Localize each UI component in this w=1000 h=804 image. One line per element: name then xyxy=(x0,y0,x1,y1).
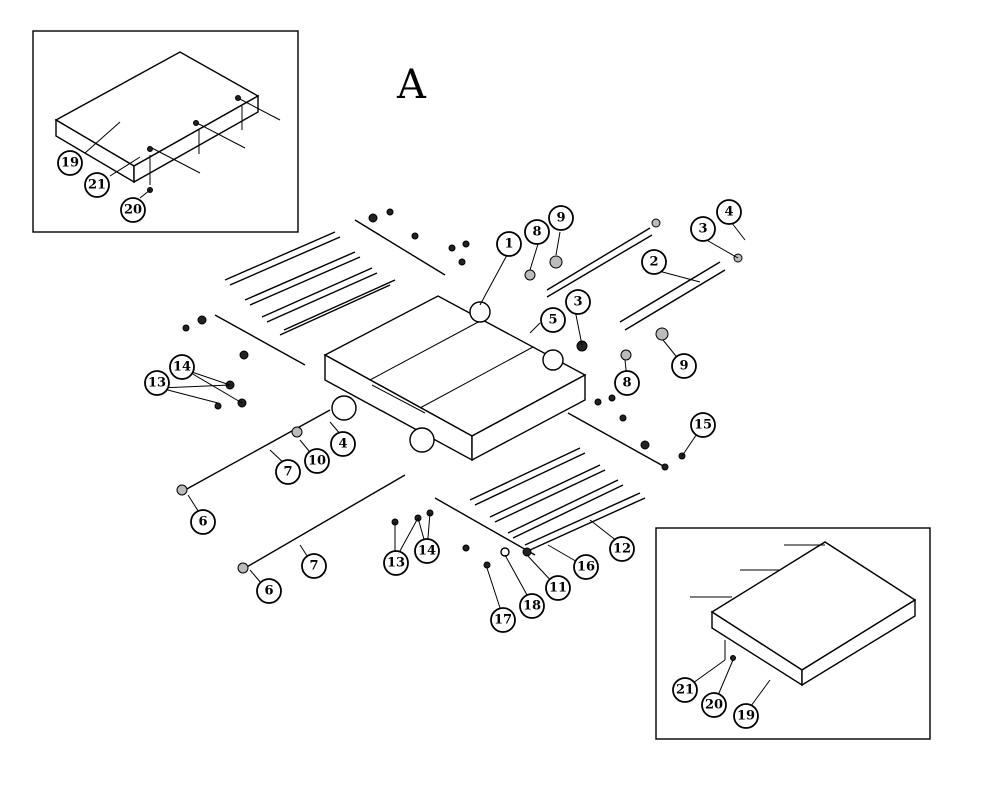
svg-text:16: 16 xyxy=(577,560,595,575)
svg-text:18: 18 xyxy=(523,599,541,614)
top-inset-wing-plate xyxy=(54,51,260,184)
svg-text:13: 13 xyxy=(387,556,405,571)
callout-1: 1 xyxy=(496,231,522,257)
svg-text:9: 9 xyxy=(556,211,565,226)
svg-text:20: 20 xyxy=(124,203,142,218)
callout-8-upper: 8 xyxy=(524,219,550,245)
svg-text:8: 8 xyxy=(532,225,541,240)
callout-6-upper: 6 xyxy=(190,509,216,535)
shafts xyxy=(184,227,726,569)
callout-2: 2 xyxy=(641,249,667,275)
callout-17: 17 xyxy=(490,607,516,633)
bottom-inset-panel: 21 20 19 xyxy=(655,527,931,740)
main-table-body xyxy=(323,295,587,462)
top-inset-frame xyxy=(32,30,299,233)
callout-6-lower: 6 xyxy=(256,578,282,604)
callout-8-lower: 8 xyxy=(614,370,640,396)
bottom-inset-callout-20: 20 xyxy=(701,692,727,718)
callout-15: 15 xyxy=(690,412,716,438)
bottom-inset-frame xyxy=(655,527,931,740)
svg-text:6: 6 xyxy=(264,584,273,599)
svg-text:7: 7 xyxy=(309,559,318,574)
svg-text:14: 14 xyxy=(418,544,436,559)
svg-text:4: 4 xyxy=(338,437,347,452)
svg-text:5: 5 xyxy=(548,313,557,328)
svg-text:3: 3 xyxy=(573,295,582,310)
svg-text:21: 21 xyxy=(88,178,106,193)
svg-text:12: 12 xyxy=(613,542,631,557)
svg-text:19: 19 xyxy=(737,709,755,724)
callout-14-upper: 14 xyxy=(169,354,195,380)
svg-text:15: 15 xyxy=(694,418,712,433)
svg-text:19: 19 xyxy=(61,156,79,171)
callout-7-lower: 7 xyxy=(301,553,327,579)
top-inset-panel: 19 21 20 xyxy=(32,30,299,233)
svg-text:3: 3 xyxy=(698,222,707,237)
svg-text:2: 2 xyxy=(649,255,658,270)
svg-text:21: 21 xyxy=(676,683,694,698)
callout-12: 12 xyxy=(609,536,635,562)
svg-text:7: 7 xyxy=(283,465,292,480)
callout-13-lower: 13 xyxy=(383,550,409,576)
right-front-rollers xyxy=(434,412,666,556)
svg-text:10: 10 xyxy=(308,454,326,469)
callout-18: 18 xyxy=(519,593,545,619)
callout-4-upper: 4 xyxy=(716,199,742,225)
callout-11: 11 xyxy=(545,575,571,601)
callout-3-lower: 3 xyxy=(565,289,591,315)
callout-7-upper: 7 xyxy=(275,459,301,485)
svg-text:6: 6 xyxy=(198,515,207,530)
view-label: A xyxy=(396,62,427,108)
left-rear-rollers xyxy=(214,219,446,366)
svg-text:4: 4 xyxy=(724,205,733,220)
top-inset-callout-20: 20 xyxy=(120,197,146,223)
callout-13-upper: 13 xyxy=(144,370,170,396)
svg-text:13: 13 xyxy=(148,376,166,391)
callout-9-upper: 9 xyxy=(548,205,574,231)
svg-text:1: 1 xyxy=(504,237,513,252)
bottom-inset-wing-plate xyxy=(710,541,917,687)
callout-5: 5 xyxy=(540,307,566,333)
callout-14-lower: 14 xyxy=(414,538,440,564)
callout-9-lower: 9 xyxy=(671,353,697,379)
svg-text:17: 17 xyxy=(494,613,512,628)
top-inset-callout-21: 21 xyxy=(84,172,110,198)
callout-4-lower: 4 xyxy=(330,431,356,457)
svg-text:9: 9 xyxy=(679,359,688,374)
callout-10: 10 xyxy=(304,448,330,474)
callout-16: 16 xyxy=(573,554,599,580)
bottom-inset-callout-19: 19 xyxy=(733,703,759,729)
callout-3-upper: 3 xyxy=(690,216,716,242)
bottom-inset-callout-21: 21 xyxy=(672,677,698,703)
svg-text:8: 8 xyxy=(622,376,631,391)
top-inset-callout-19: 19 xyxy=(57,150,83,176)
svg-text:20: 20 xyxy=(705,698,723,713)
svg-text:11: 11 xyxy=(549,581,567,596)
svg-text:14: 14 xyxy=(173,360,191,375)
